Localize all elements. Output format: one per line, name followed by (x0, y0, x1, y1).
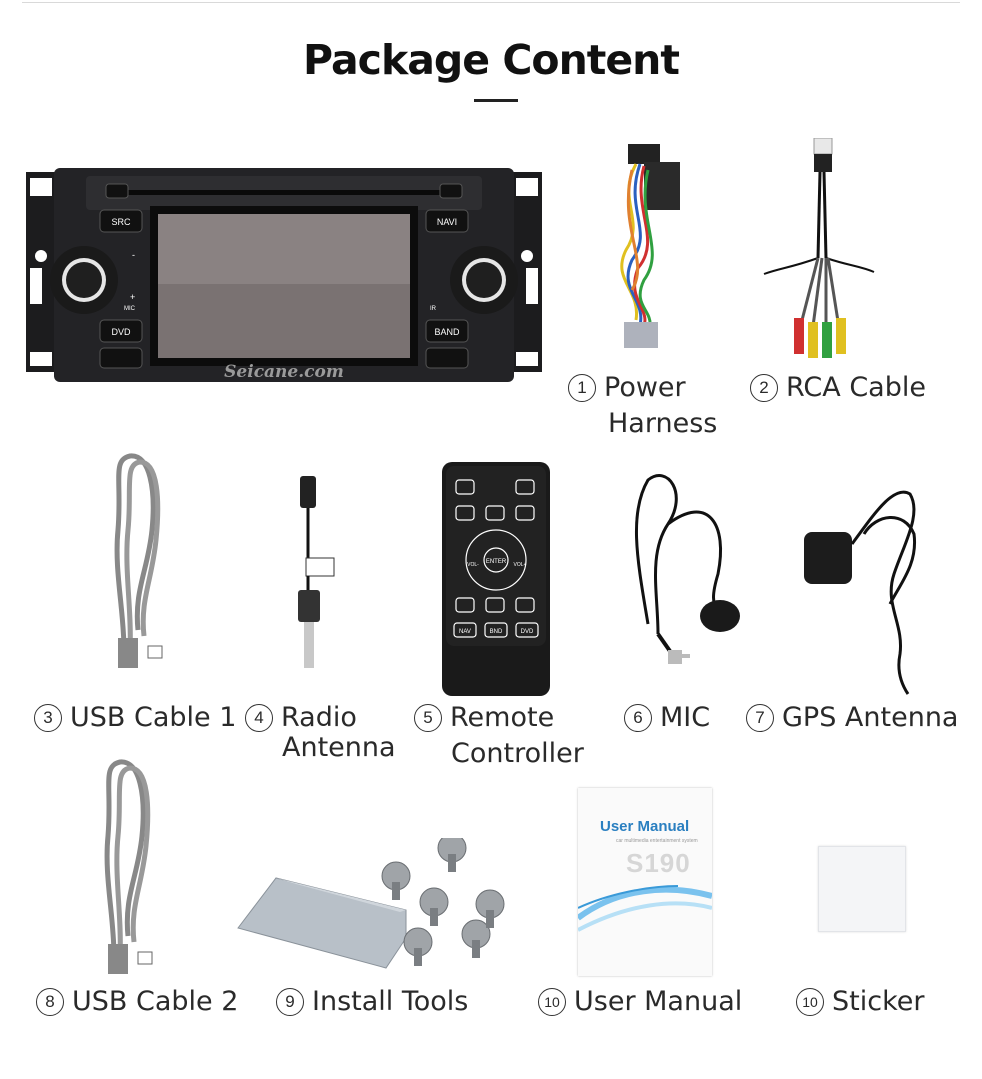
remote-bnd: BND (490, 629, 503, 635)
item-4-number: 4 (245, 704, 273, 732)
remote-controller-image: ENTER VOL- VOL+ NAV BND DVD (440, 460, 552, 698)
mic-image (628, 464, 740, 678)
page-title: Package Content (303, 36, 680, 84)
item-6-number: 6 (624, 704, 652, 732)
sticker-image (818, 846, 906, 932)
manual-model: S190 (626, 848, 691, 878)
btn-src: SRC (111, 217, 131, 227)
manual-subtitle: car multimedia entertainment system (616, 838, 698, 844)
gps-antenna-image (804, 474, 924, 698)
install-tools-image (236, 838, 512, 970)
top-divider (22, 2, 960, 3)
radio-antenna-image (286, 472, 342, 672)
ir-label: IR (430, 306, 437, 312)
remote-dvd: DVD (521, 629, 534, 635)
item-7-number: 7 (746, 704, 774, 732)
usb-cable-1-image (104, 450, 174, 672)
item-11-number: 10 (796, 988, 824, 1016)
item-5-number: 5 (414, 704, 442, 732)
head-unit-image: SRC NAVI DVD BAND - + MIC IR Seicane.com (26, 160, 542, 390)
remote-vol-minus: VOL- (467, 562, 479, 568)
item-8-number: 8 (36, 988, 64, 1016)
item-1-number: 1 (568, 374, 596, 402)
item-2-number: 2 (750, 374, 778, 402)
mic-label: MIC (124, 306, 136, 312)
btn-dvd: DVD (111, 327, 131, 337)
btn-minus: - (132, 250, 135, 260)
title-underline (474, 99, 518, 102)
item-9-number: 9 (276, 988, 304, 1016)
remote-vol-plus: VOL+ (514, 562, 527, 568)
manual-title: User Manual (600, 818, 690, 835)
user-manual-image: User Manual car multimedia entertainment… (578, 788, 712, 976)
rca-cable-image (760, 138, 880, 364)
usb-cable-2-image (94, 756, 164, 978)
remote-nav: NAV (459, 629, 471, 635)
btn-navi: NAVI (437, 217, 457, 227)
remote-enter: ENTER (486, 559, 507, 565)
watermark: Seicane.com (224, 362, 344, 382)
btn-plus: + (130, 292, 135, 302)
btn-band: BAND (434, 327, 460, 337)
item-10-number: 10 (538, 988, 566, 1016)
item-3-number: 3 (34, 704, 62, 732)
power-harness-image (606, 140, 686, 352)
